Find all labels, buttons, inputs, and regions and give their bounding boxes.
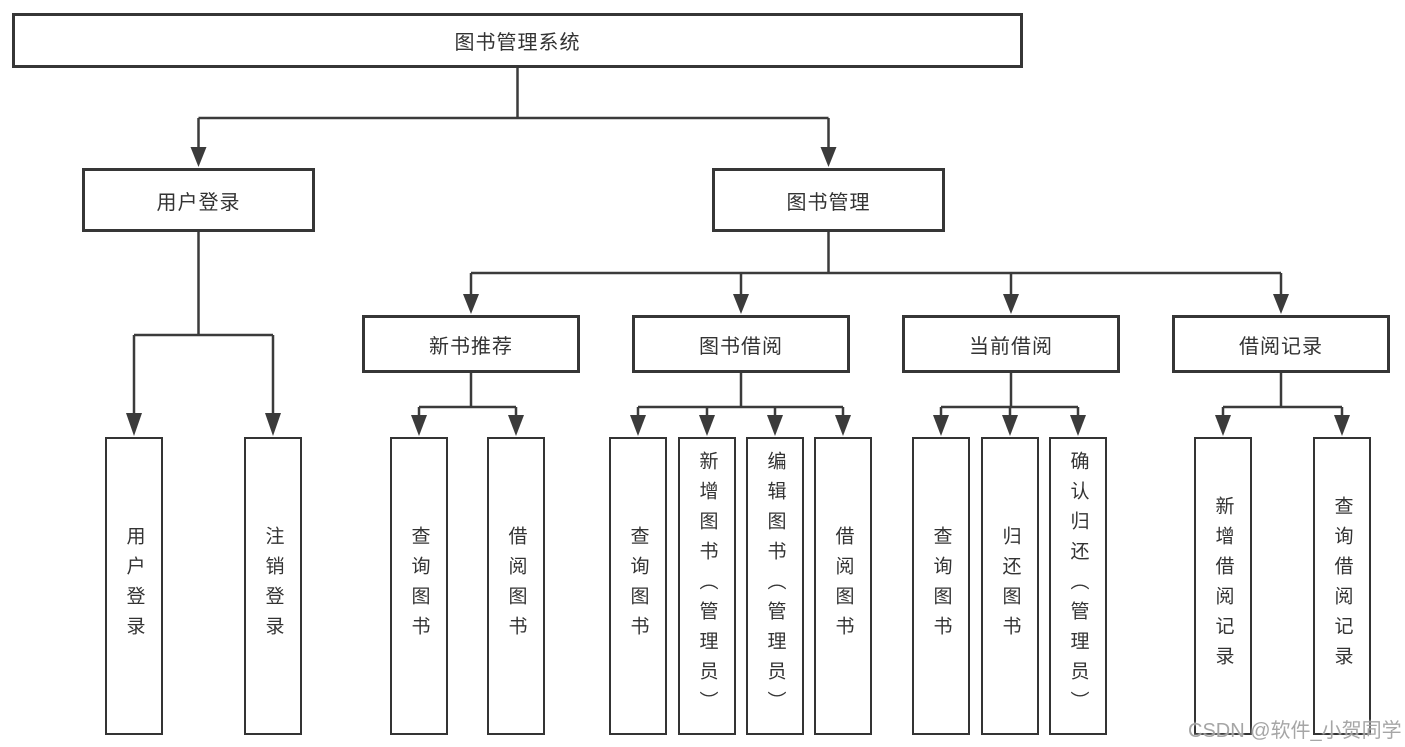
leaf-add-books-admin-label: 新增图书（管理员） <box>696 451 718 721</box>
connector-book-mgmt-to-level3 <box>469 232 1283 294</box>
connector-root-to-level2 <box>197 68 830 147</box>
node-book-management-label: 图书管理 <box>786 191 871 214</box>
leaf-return-books: 归还图书 <box>981 437 1039 735</box>
leaf-user-login-label: 用户登录 <box>123 526 145 646</box>
leaf-confirm-return-admin-label: 确认归还（管理员） <box>1067 451 1089 721</box>
leaf-borrow-books-1: 借阅图书 <box>487 437 545 735</box>
leaf-borrow-books-1-label: 借阅图书 <box>505 526 527 646</box>
leaf-add-books-admin: 新增图书（管理员） <box>678 437 736 735</box>
node-root-system: 图书管理系统 <box>12 13 1023 68</box>
leaf-query-books-1-label: 查询图书 <box>408 526 430 646</box>
node-user-login: 用户登录 <box>82 168 315 232</box>
node-book-borrowing: 图书借阅 <box>632 315 850 373</box>
node-borrowing-records: 借阅记录 <box>1172 315 1390 373</box>
csdn-watermark: CSDN @软件_小贺同学 <box>1188 720 1402 742</box>
leaf-query-borrow-record-label: 查询借阅记录 <box>1331 496 1353 676</box>
leaf-logout-label: 注销登录 <box>262 526 284 646</box>
leaf-add-borrow-record-label: 新增借阅记录 <box>1212 496 1234 676</box>
leaf-query-books-1: 查询图书 <box>390 437 448 735</box>
connector-book-borrow-group <box>636 373 845 415</box>
leaf-query-books-3: 查询图书 <box>912 437 970 735</box>
leaf-return-books-label: 归还图书 <box>999 526 1021 646</box>
connector-borrow-record-group <box>1221 373 1344 415</box>
leaf-logout: 注销登录 <box>244 437 302 735</box>
connector-current-borrow-group <box>939 373 1080 415</box>
leaf-edit-books-admin: 编辑图书（管理员） <box>746 437 804 735</box>
connector-user-login-group <box>132 232 275 413</box>
leaf-confirm-return-admin: 确认归还（管理员） <box>1049 437 1107 735</box>
leaf-add-borrow-record: 新增借阅记录 <box>1194 437 1252 735</box>
node-borrowing-records-label: 借阅记录 <box>1239 335 1323 358</box>
leaf-query-borrow-record: 查询借阅记录 <box>1313 437 1371 735</box>
node-new-book-recommend: 新书推荐 <box>362 315 580 373</box>
leaf-query-books-3-label: 查询图书 <box>930 526 952 646</box>
leaf-query-books-2-label: 查询图书 <box>627 526 649 646</box>
leaf-user-login: 用户登录 <box>105 437 163 735</box>
leaf-query-books-2: 查询图书 <box>609 437 667 735</box>
arrowheads <box>126 147 1350 436</box>
node-book-borrowing-label: 图书借阅 <box>699 335 783 358</box>
leaf-borrow-books-2-label: 借阅图书 <box>832 526 854 646</box>
node-current-borrowing-label: 当前借阅 <box>969 335 1053 358</box>
node-root-label: 图书管理系统 <box>454 32 581 54</box>
node-current-borrowing: 当前借阅 <box>902 315 1120 373</box>
connector-new-book-group <box>417 373 518 415</box>
leaf-edit-books-admin-label: 编辑图书（管理员） <box>764 451 786 721</box>
node-user-login-label: 用户登录 <box>156 191 241 214</box>
node-book-management: 图书管理 <box>712 168 945 232</box>
leaf-borrow-books-2: 借阅图书 <box>814 437 872 735</box>
node-new-book-recommend-label: 新书推荐 <box>429 335 513 358</box>
